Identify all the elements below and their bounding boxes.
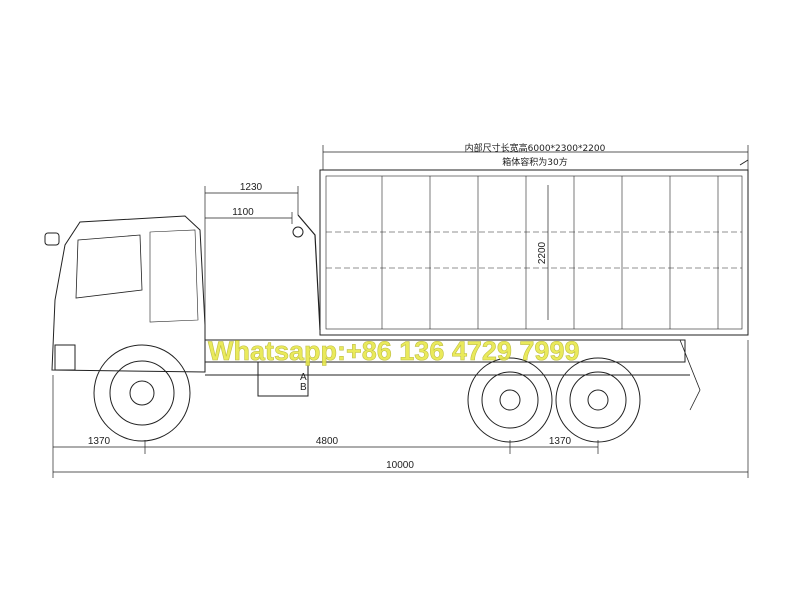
box-volume-note: 箱体容积为30方 [502, 156, 567, 168]
dim-overall-length: 10000 [386, 460, 414, 471]
rear-wheel-2 [555, 357, 641, 443]
dim-2200: 2200 [537, 241, 548, 264]
dim-1230: 1230 [240, 182, 263, 193]
dim-front-overhang: 1370 [88, 436, 111, 447]
dim-axle-spacing: 1370 [549, 436, 572, 447]
watermark: Whatsapp:+86 136 4729 7999 [208, 336, 579, 366]
valve-label-a: A [300, 372, 307, 383]
container-box [319, 159, 749, 336]
rear-wheel-1 [467, 357, 553, 443]
chassis-frame [204, 214, 701, 411]
dim-wheelbase: 4800 [316, 436, 339, 447]
dim-1100: 1100 [232, 207, 254, 218]
dimension-lines [52, 145, 749, 478]
box-dimensions-note: 内部尺寸长宽高6000*2300*2200 [465, 142, 606, 154]
valve-label-b: B [300, 382, 307, 393]
front-wheel [93, 344, 191, 442]
